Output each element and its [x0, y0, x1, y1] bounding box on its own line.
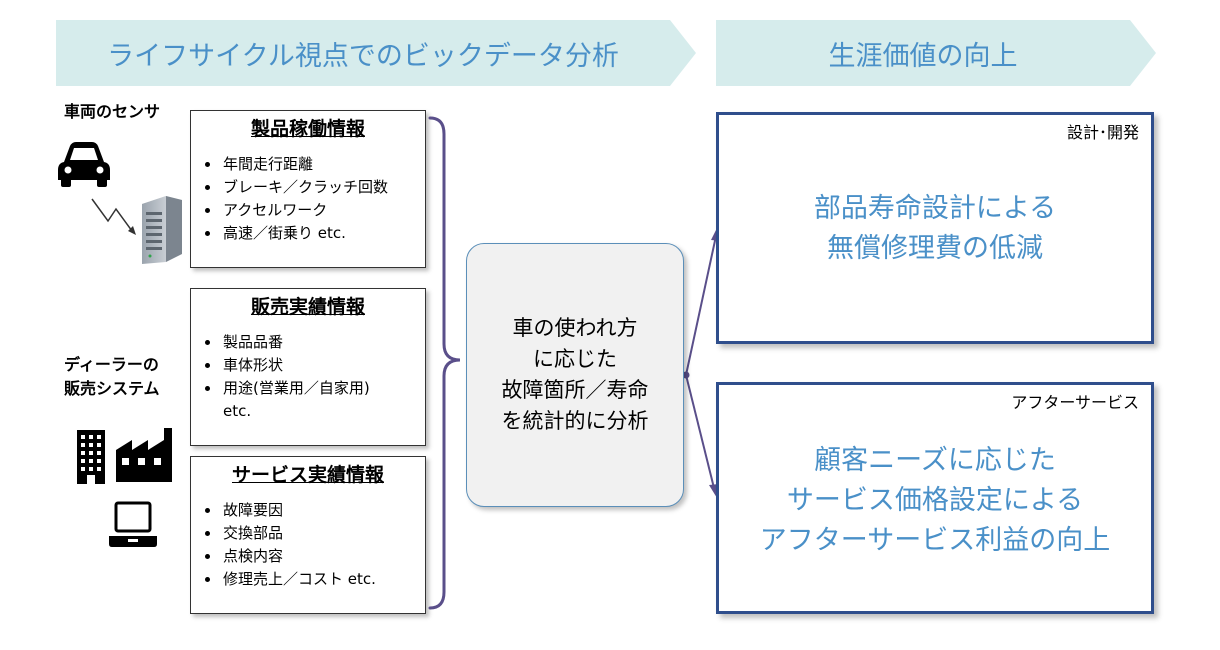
info-box-operation: 製品稼働情報 年間走行距離 ブレーキ／クラッチ回数 アクセルワーク 高速／街乗り… [190, 110, 426, 268]
connector-node [682, 371, 690, 379]
info-box-title: 販売実績情報 [250, 296, 365, 318]
result-box-service: アフターサービス 顧客ニーズに応じた サービス価格設定による アフターサービス利… [716, 382, 1154, 614]
list-item: 車体形状 [221, 354, 425, 377]
result-line: サービス価格設定による [786, 485, 1084, 516]
analysis-line: を統計的に分析 [501, 409, 649, 433]
header-right-banner: 生涯価値の向上 [716, 20, 1156, 86]
result-tag: アフターサービス [1011, 393, 1139, 412]
result-main-text: 部品寿命設計による 無償修理費の低減 [719, 189, 1151, 269]
analysis-box: 車の使われ方 に応じた 故障箇所／寿命 を統計的に分析 [466, 243, 684, 507]
analysis-line: 車の使われ方 [512, 316, 638, 340]
list-item: 用途(営業用／自家用) [221, 377, 425, 400]
list-item: 故障要因 [221, 499, 425, 522]
result-line: 顧客ニーズに応じた [814, 445, 1056, 476]
car-icon [58, 142, 110, 187]
list-item: 交換部品 [221, 522, 425, 545]
list-item: 高速／街乗り etc. [221, 222, 425, 245]
vehicle-sensor-label: 車両のセンサ [64, 102, 161, 121]
analysis-line: 故障箇所／寿命 [501, 378, 649, 402]
list-item: 修理売上／コスト etc. [221, 568, 425, 591]
result-box-design: 設計･開発 部品寿命設計による 無償修理費の低減 [716, 112, 1154, 344]
curly-brace [428, 116, 461, 610]
result-line: アフターサービス利益の向上 [759, 525, 1111, 556]
info-box-sales: 販売実績情報 製品品番 車体形状 用途(営業用／自家用) etc. [190, 288, 426, 446]
header-right-title: 生涯価値の向上 [828, 40, 1018, 72]
result-main-text: 顧客ニーズに応じた サービス価格設定による アフターサービス利益の向上 [719, 441, 1151, 561]
info-box-list: 故障要因 交換部品 点検内容 修理売上／コスト etc. [191, 499, 425, 591]
analysis-line: に応じた [533, 347, 617, 371]
banner-arrow-shape [716, 20, 1156, 86]
server-icon [142, 196, 182, 264]
arrow-to-service [685, 374, 715, 489]
list-item: 点検内容 [221, 545, 425, 568]
signal-icon [91, 198, 136, 235]
laptop-icon [109, 501, 157, 547]
result-tag: 設計･開発 [1066, 123, 1139, 142]
list-item: ブレーキ／クラッチ回数 [221, 176, 425, 199]
result-line: 部品寿命設計による [813, 193, 1057, 224]
list-item: 製品品番 [221, 331, 425, 354]
info-box-title: サービス実績情報 [231, 464, 384, 486]
list-item: 年間走行距離 [221, 153, 425, 176]
info-box-title: 製品稼働情報 [250, 118, 365, 140]
list-item: アクセルワーク [221, 199, 425, 222]
dealer-label-line2: 販売システム [64, 379, 160, 398]
dealer-label-line1: ディーラーの [64, 355, 159, 374]
info-box-list: 年間走行距離 ブレーキ／クラッチ回数 アクセルワーク 高速／街乗り etc. [191, 153, 425, 245]
info-box-list: 製品品番 車体形状 用途(営業用／自家用) etc. [191, 331, 425, 423]
factory-icon [116, 428, 172, 482]
list-item: etc. [223, 402, 252, 420]
building-icon [77, 430, 105, 484]
header-left-title: ライフサイクル視点でのビックデータ分析 [107, 40, 619, 72]
arrow-to-design [685, 235, 717, 376]
result-line: 無償修理費の低減 [827, 233, 1043, 264]
info-box-service: サービス実績情報 故障要因 交換部品 点検内容 修理売上／コスト etc. [190, 456, 426, 614]
banner-arrow-shape [56, 20, 696, 86]
header-left-banner: ライフサイクル視点でのビックデータ分析 [56, 20, 696, 86]
